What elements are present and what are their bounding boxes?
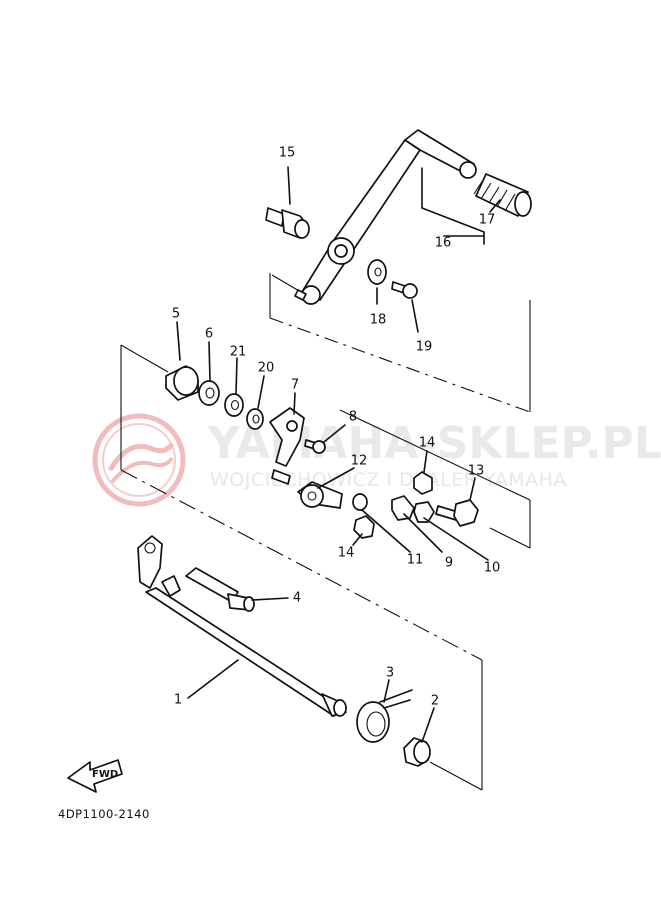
pedal-rubber — [473, 173, 532, 217]
washer-20 — [246, 408, 264, 430]
part-labels: 1 2 3 4 5 6 7 8 9 10 11 12 13 14 14 15 1… — [172, 146, 500, 709]
part-label-14-lower: 14 — [338, 546, 355, 561]
part-label-5: 5 — [172, 307, 180, 322]
shift-pedal — [294, 129, 477, 305]
collar-9 — [391, 495, 415, 521]
fwd-label: FWD — [92, 769, 118, 780]
part-label-14-upper: 14 — [419, 436, 436, 451]
bushing-5 — [165, 365, 199, 401]
part-label-15: 15 — [279, 146, 296, 161]
watermark-tagline: WOJCIECHOWICZ I DEALER YAMAHA — [210, 469, 567, 491]
washer-21 — [224, 393, 244, 417]
diagram-code: 4DP1100-2140 — [58, 807, 150, 821]
nut-14-upper — [413, 471, 433, 495]
washer-18 — [367, 259, 387, 285]
part-label-19: 19 — [416, 340, 433, 355]
nut-14-lower — [353, 515, 375, 539]
part-label-9: 9 — [445, 556, 453, 571]
washer-11 — [352, 493, 368, 511]
rod-end-12 — [297, 481, 343, 509]
bolt-8 — [304, 439, 326, 454]
part-label-2: 2 — [431, 694, 439, 709]
part-label-13: 13 — [468, 464, 485, 479]
shift-arm-7 — [269, 407, 305, 485]
part-label-1: 1 — [174, 693, 182, 708]
part-label-12: 12 — [351, 454, 368, 469]
part-label-20: 20 — [258, 361, 275, 376]
leader-lines — [176, 166, 501, 743]
shift-shaft — [137, 535, 347, 717]
part-label-21: 21 — [230, 345, 247, 360]
part-label-8: 8 — [349, 410, 357, 425]
nut-10 — [413, 501, 435, 523]
watermark: YAMAHA-SKLEP.PL WOJCIECHOWICZ I DEALER Y… — [92, 413, 661, 507]
part-label-3: 3 — [386, 666, 394, 681]
washer-6 — [198, 380, 220, 406]
part-label-10: 10 — [484, 561, 501, 576]
pin-4 — [161, 567, 255, 612]
screw-19 — [391, 281, 418, 299]
part-label-7: 7 — [291, 378, 299, 393]
part-label-11: 11 — [407, 553, 424, 568]
bolt-13 — [435, 499, 479, 527]
pedal-bolt — [265, 207, 310, 239]
part-label-16: 16 — [435, 236, 452, 251]
spring-3 — [356, 689, 413, 743]
part-label-17: 17 — [479, 213, 496, 228]
part-label-18: 18 — [370, 313, 387, 328]
fwd-arrow-icon: FWD — [67, 759, 123, 793]
watermark-logo-icon — [92, 413, 186, 507]
collar-2 — [403, 737, 431, 767]
part-label-6: 6 — [205, 327, 213, 342]
part-label-4: 4 — [293, 591, 301, 606]
main-frame — [120, 344, 531, 791]
